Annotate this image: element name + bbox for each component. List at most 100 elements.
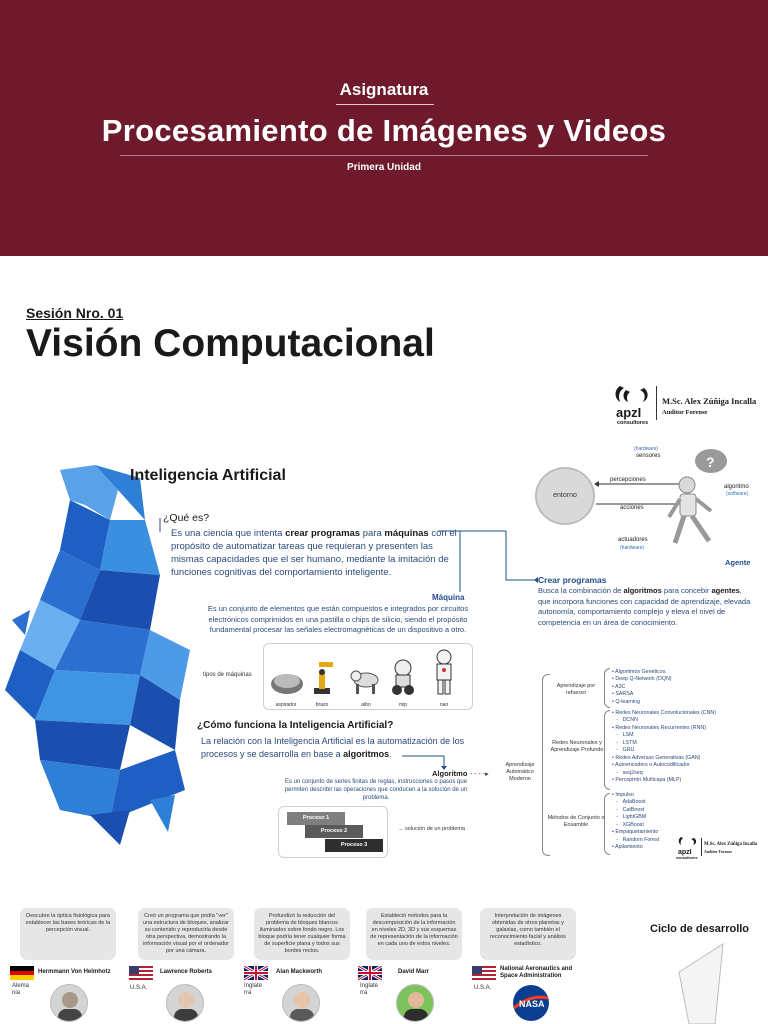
process-step: Proceso 3 bbox=[325, 839, 383, 852]
cycle-diagram-shape bbox=[678, 943, 724, 1024]
taxonomy-brace bbox=[604, 710, 610, 790]
avatar bbox=[166, 984, 204, 1022]
logo-wordmark: apzI bbox=[616, 405, 641, 420]
process-step: Proceso 2 bbox=[305, 825, 363, 838]
taxonomy-brace bbox=[542, 674, 550, 856]
tipos-label: tipos de máquinas bbox=[203, 672, 252, 678]
author-name: M.Sc. Alex Zúñiga Incalla bbox=[704, 842, 758, 847]
taxonomy-group: Aprendizaje por refuerzo bbox=[556, 683, 596, 696]
maquina-definition: Es un conjunto de elementos que están co… bbox=[207, 604, 469, 634]
country-label: U.S.A. bbox=[474, 985, 492, 991]
usa-flag-icon bbox=[129, 966, 153, 980]
usa-flag-icon bbox=[472, 966, 496, 980]
section-title: Inteligencia Artificial bbox=[130, 467, 286, 484]
country-label: U.S.A. bbox=[130, 985, 148, 991]
svg-text:?: ? bbox=[706, 454, 715, 470]
robot-agent-icon: ? bbox=[667, 449, 727, 544]
algoritmo-label: Algoritmo bbox=[432, 769, 468, 778]
apzi-logo-icon: apzI bbox=[678, 837, 697, 856]
divider bbox=[120, 155, 648, 156]
logo-tagline: consultores bbox=[617, 420, 649, 426]
timeline-card: Interpretación de imágenes obtenidas de … bbox=[480, 908, 576, 960]
percepciones-label: percepciones bbox=[610, 477, 646, 483]
software-label: (software) bbox=[726, 491, 749, 497]
country-label: Alema nia bbox=[12, 983, 30, 996]
uk-flag-icon bbox=[358, 966, 382, 980]
header-banner bbox=[0, 0, 768, 256]
avatar bbox=[50, 984, 88, 1022]
aam-label: Aprendizaje Automático Moderno bbox=[505, 762, 535, 782]
algoritmo-node-label: algoritmo bbox=[724, 484, 749, 490]
course-title: Procesamiento de Imágenes y Videos bbox=[101, 113, 667, 148]
taxonomy-list: • Redes Neuronales Convolucionales (CNN)… bbox=[612, 710, 717, 784]
taxonomy-list: • Impulso - AdaBoost - CatBoost - LightG… bbox=[612, 792, 660, 851]
svg-text:apzI: apzI bbox=[678, 849, 692, 856]
hardware-label: (hardware) bbox=[634, 446, 659, 452]
logo-tagline: consultores bbox=[676, 856, 698, 860]
country-label: Inglate rra bbox=[244, 983, 263, 996]
timeline-card: Profundizó la reducción del problema de … bbox=[254, 908, 350, 960]
robot-label: aspirador bbox=[275, 702, 297, 708]
timeline-card: Descubre la óptica fisiológica para esta… bbox=[20, 908, 116, 960]
divider bbox=[336, 104, 434, 105]
apzi-logo-icon: apzI bbox=[615, 386, 648, 420]
robot-gallery: aspirador brazo aibo mip nao bbox=[263, 643, 473, 710]
robot-nao-icon bbox=[436, 649, 452, 695]
question-heading: ¿Qué es? bbox=[163, 512, 210, 524]
connector-lines bbox=[159, 518, 538, 592]
divider bbox=[701, 838, 702, 856]
hardware-label: (hardware) bbox=[620, 545, 645, 551]
dashed-arrow: - - - -▸ bbox=[470, 771, 489, 778]
timeline-card: Creó un programa que podía "ver" una est… bbox=[138, 908, 234, 960]
session-label: Sesión Nro. 01 bbox=[26, 305, 124, 321]
process-note: → solución de un problema bbox=[398, 826, 465, 832]
connector-lines bbox=[402, 755, 447, 770]
person-name: Alan Mackworth bbox=[276, 969, 323, 975]
question-heading: ¿Cómo funciona la Inteligencia Artificia… bbox=[197, 720, 394, 731]
acciones-label: acciones bbox=[620, 505, 644, 511]
robot-mip-icon bbox=[392, 659, 414, 695]
timeline-card: Estableció métodos para la descomposició… bbox=[366, 908, 462, 960]
actuadores-label: actuadores bbox=[618, 537, 648, 543]
avatar bbox=[396, 984, 434, 1022]
taxonomy-brace bbox=[604, 793, 610, 855]
section-title: Ciclo de desarrollo bbox=[650, 923, 750, 935]
robot-label: aibo bbox=[361, 702, 371, 708]
taxonomy-list: • Algoritmos Genéticos • Deep Q-Network … bbox=[612, 669, 672, 705]
person-name: Hermmann Von Helmhotz bbox=[38, 969, 111, 975]
process-diagram: Proceso 1 Proceso 2 Proceso 3 bbox=[278, 806, 388, 858]
ia-functioning-text: La relación con la Inteligencia Artifici… bbox=[201, 736, 465, 759]
robot-vacuum-icon bbox=[271, 674, 303, 694]
algoritmo-definition: Es un conjunto de series finitas de regl… bbox=[284, 779, 468, 801]
person-name: Lawrence Roberts bbox=[160, 969, 213, 975]
uk-flag-icon bbox=[244, 966, 268, 980]
avatar bbox=[282, 984, 320, 1022]
nasa-logo-icon: NASA bbox=[512, 984, 550, 1022]
ia-definition: Es una ciencia que intenta crear program… bbox=[171, 528, 457, 578]
divider bbox=[656, 386, 657, 420]
country-label: Inglate rra bbox=[360, 983, 379, 996]
svg-text:NASA: NASA bbox=[519, 999, 545, 1009]
taxonomy-group: Métodos de Conjunto o Ensamble bbox=[547, 815, 605, 828]
crear-programas-text: Busca la combinación de algoritmos para … bbox=[538, 586, 751, 627]
polygon-head-illustration bbox=[5, 465, 190, 845]
author-role: Auditor Forense bbox=[662, 409, 708, 416]
person-name: David Marr bbox=[398, 969, 430, 975]
taxonomy-group: Redes Neuronales y Aprendizaje Profundo bbox=[550, 740, 604, 753]
robot-arm-icon bbox=[314, 662, 333, 694]
crear-programas-title: Crear programas bbox=[538, 575, 607, 585]
maquina-label: Máquina bbox=[432, 593, 465, 602]
taxonomy-brace bbox=[604, 668, 610, 708]
author-role: Auditor Forense bbox=[704, 849, 732, 854]
course-label: Asignatura bbox=[339, 80, 429, 99]
robot-label: brazo bbox=[315, 702, 329, 708]
org-name: National Aeronautics and Space Administr… bbox=[500, 966, 573, 979]
robot-label: mip bbox=[398, 702, 408, 708]
sensores-label: sensores bbox=[636, 453, 661, 459]
agente-label: Agente bbox=[725, 558, 751, 567]
robot-label: nao bbox=[439, 702, 449, 708]
author-name: M.Sc. Alex Zúñiga Incalla bbox=[662, 396, 757, 406]
robot-dog-icon bbox=[350, 670, 379, 694]
unit-label: Primera Unidad bbox=[347, 162, 421, 173]
germany-flag-icon bbox=[10, 966, 34, 980]
